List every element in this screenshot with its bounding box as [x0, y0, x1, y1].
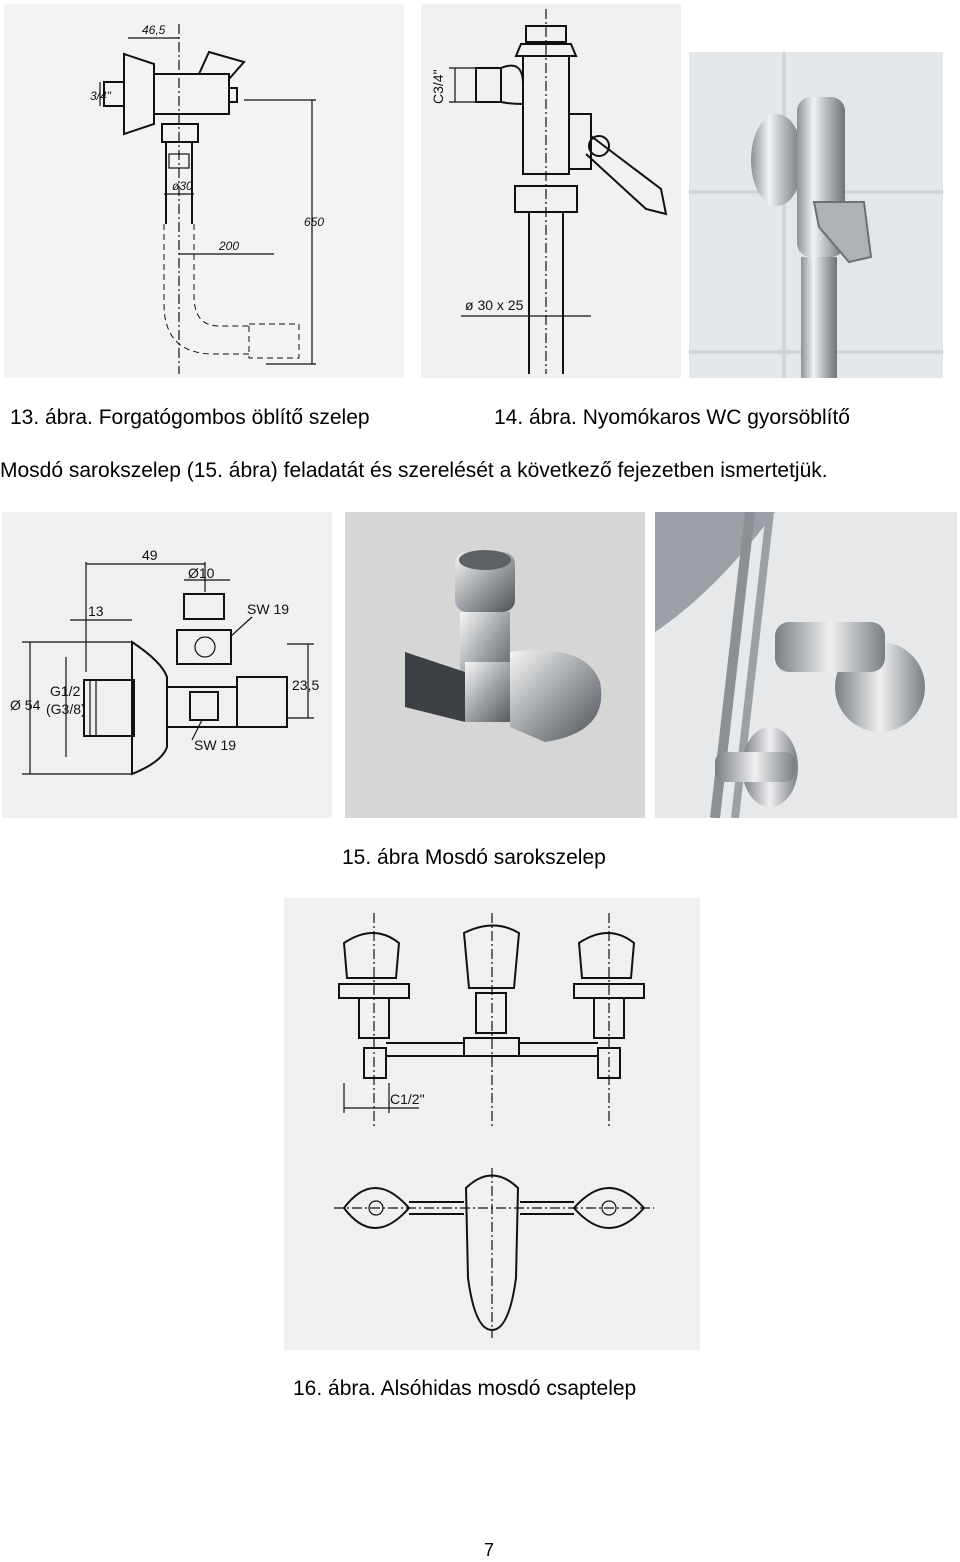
caption-figure-15: 15. ábra Mosdó sarokszelep — [342, 846, 606, 869]
figure-14-photo — [689, 52, 943, 378]
fig14-dim-c3-4: C3/4" — [430, 69, 446, 104]
fig15-dim-49: 49 — [142, 547, 158, 563]
fig15-dim-sw19-bottom: SW 19 — [194, 737, 236, 753]
figure-15-photo — [345, 512, 645, 818]
page-number: 7 — [484, 1540, 495, 1560]
caption-figure-14: 14. ábra. Nyomókaros WC gyorsöblítő — [494, 406, 850, 429]
caption-figure-16: 16. ábra. Alsóhidas mosdó csaptelep — [293, 1377, 637, 1400]
fig15-dim-sw19-top: SW 19 — [247, 601, 289, 617]
fig13-dim-3-4: 3/4" — [90, 89, 112, 103]
fig13-dim-o30: ø30 — [172, 179, 193, 193]
fig13-dim-650: 650 — [304, 215, 324, 229]
figure-14-drawing: C3/4" ø 30 x 25 — [421, 4, 681, 378]
figure-15-drawing: 49 Ø10 13 SW 19 Ø 54 G1/2 (G3/8) 23,5 SW… — [2, 512, 332, 818]
fig13-dim-200: 200 — [218, 239, 239, 253]
fig13-dim-46-5: 46,5 — [142, 23, 166, 37]
figure-15-installed-photo — [655, 512, 957, 818]
fig15-dim-o54: Ø 54 — [10, 697, 41, 713]
fig15-dim-23-5: 23,5 — [292, 677, 319, 693]
caption-figure-13: 13. ábra. Forgatógombos öblítő szelep — [10, 406, 370, 429]
fig15-dim-g38: (G3/8) — [46, 701, 86, 717]
figure-16-drawing: C1/2" — [284, 898, 700, 1350]
fig14-dim-30x25: ø 30 x 25 — [465, 297, 524, 313]
fig15-dim-13: 13 — [88, 603, 104, 619]
fig16-dim-c1-2: C1/2" — [390, 1091, 425, 1107]
fig15-dim-g12: G1/2 — [50, 683, 81, 699]
fig15-dim-o10: Ø10 — [188, 565, 215, 581]
figure-13-drawing: 46,5 3/4" ø30 200 650 — [4, 4, 404, 378]
intro-paragraph: Mosdó sarokszelep (15. ábra) feladatát é… — [0, 459, 828, 482]
